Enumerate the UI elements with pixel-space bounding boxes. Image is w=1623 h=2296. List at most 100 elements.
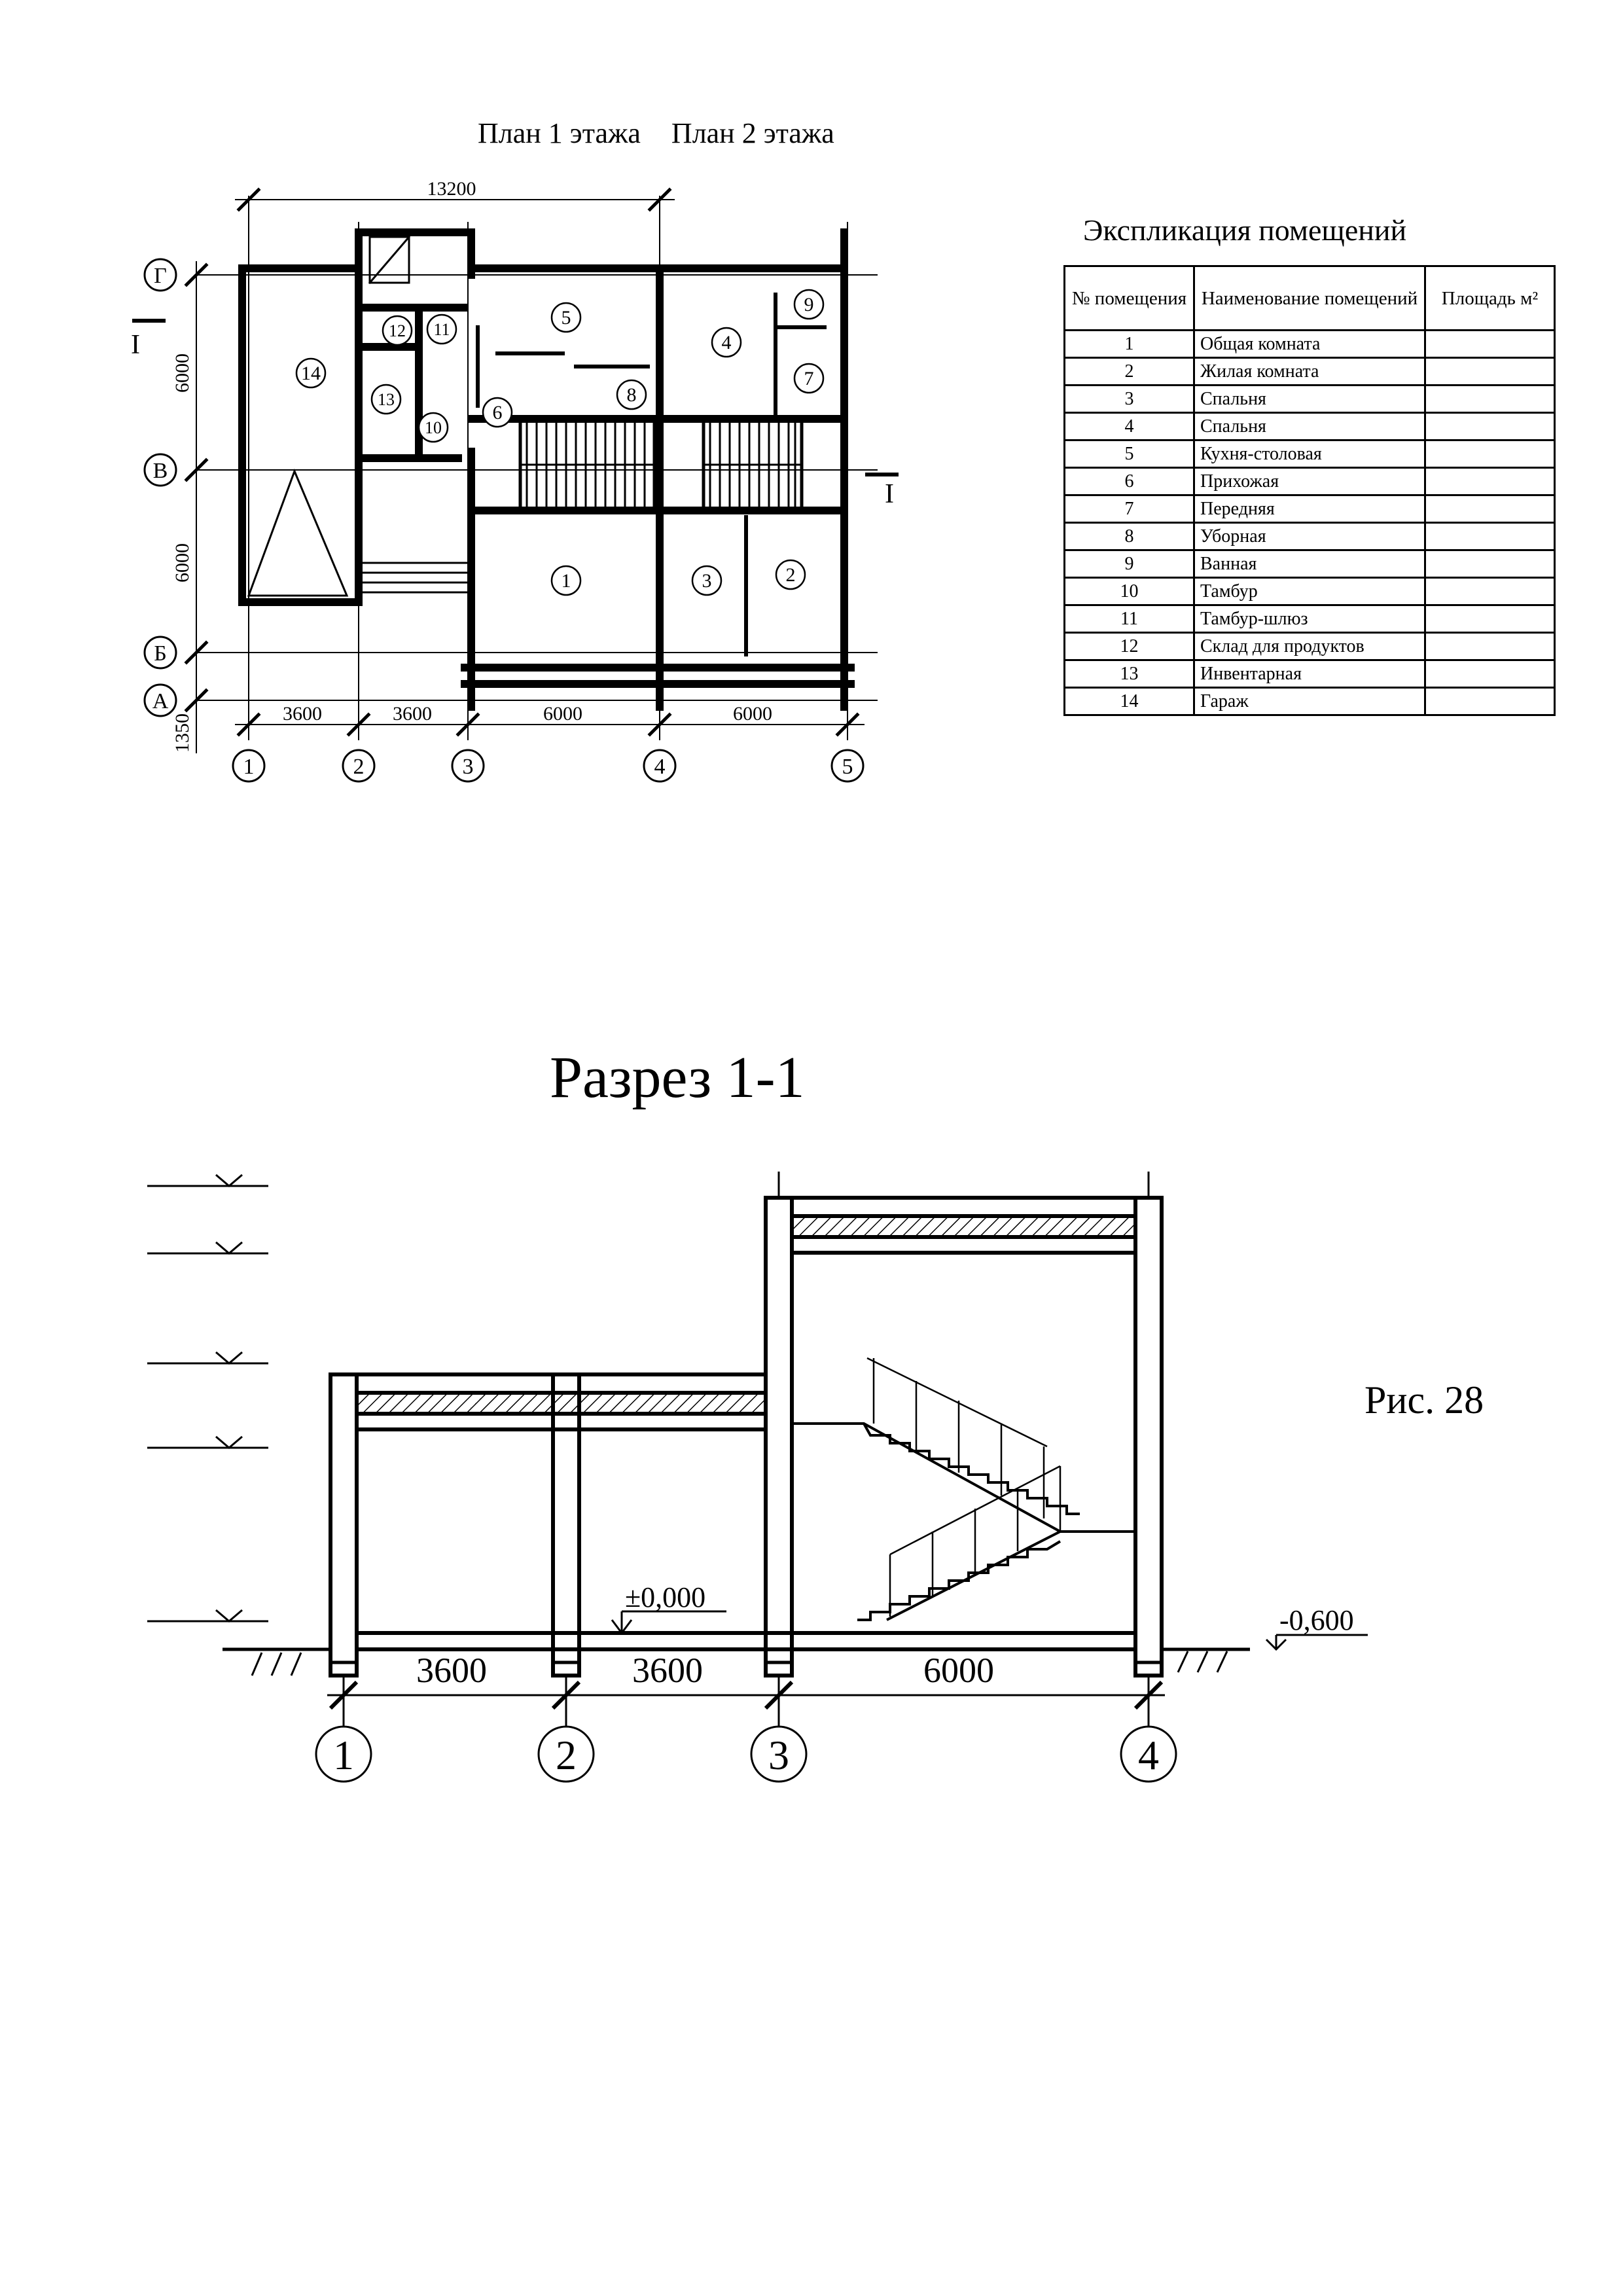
explication-cell-number: 11 <box>1063 604 1195 634</box>
section-dimension-line <box>327 1676 1165 1728</box>
explication-cell-number: 6 <box>1063 467 1195 496</box>
plan-section-label: I <box>131 330 140 360</box>
plan-floor2-title: План 2 этажа <box>671 117 834 149</box>
plan-dim-total: 13200 <box>427 178 476 200</box>
explication-cell-area <box>1424 632 1556 661</box>
section-columns <box>329 1196 1164 1677</box>
plan-room-number: 13 <box>378 390 395 409</box>
plan-axis-label: В <box>153 459 168 483</box>
section-low-roof <box>355 1372 768 1431</box>
section-dim: 3600 <box>632 1651 703 1690</box>
explication-cell-area <box>1424 412 1556 441</box>
plan-dim: 6000 <box>171 543 193 583</box>
section-axis-label: 2 <box>556 1732 577 1778</box>
plan-dimension-ticks <box>184 187 860 737</box>
explication-cell-name: Уборная <box>1193 522 1426 551</box>
explication-cell-name: Тамбур-шлюз <box>1193 604 1426 634</box>
plan-room-number: 10 <box>425 418 442 437</box>
plan-partitions <box>476 293 827 656</box>
section-title: Разрез 1-1 <box>550 1045 805 1110</box>
plan-stairs <box>247 235 804 597</box>
explication-cell-area <box>1424 659 1556 689</box>
section-level-ground: -0,600 <box>1279 1604 1354 1636</box>
explication-cell-number: 7 <box>1063 494 1195 524</box>
explication-cell-name: Передняя <box>1193 494 1426 524</box>
plan-room-number: 1 <box>562 570 571 592</box>
section-dimension-ticks <box>329 1680 1164 1710</box>
plan-axis-label: 2 <box>353 755 365 779</box>
plan-room-number: 11 <box>433 320 450 339</box>
explication-cell-area <box>1424 329 1556 359</box>
explication-cell-number: 12 <box>1063 632 1195 661</box>
plan-room-number: 2 <box>786 564 796 586</box>
explication-cell-number: 9 <box>1063 549 1195 579</box>
explication-table: № помещения Наименование помещений Площа… <box>1063 265 1556 716</box>
section-axis-bubbles <box>315 1725 1177 1783</box>
explication-cell-name: Прихожая <box>1193 467 1426 496</box>
plan-dim: 6000 <box>733 703 772 725</box>
section-dim: 3600 <box>416 1651 487 1690</box>
explication-cell-area <box>1424 439 1556 469</box>
explication-cell-area <box>1424 384 1556 414</box>
plan-dim: 1350 <box>171 713 193 753</box>
explication-cell-name: Спальня <box>1193 412 1426 441</box>
explication-cell-name: Гараж <box>1193 687 1426 716</box>
section-level-markers <box>147 1174 268 1623</box>
plan-room-number: 3 <box>702 570 712 592</box>
plan-axis-label: 4 <box>654 755 666 779</box>
plan-room-number: 6 <box>493 402 503 423</box>
explication-cell-name: Тамбур <box>1193 577 1426 606</box>
explication-cell-area <box>1424 687 1556 716</box>
plan-axis-label: Б <box>154 641 167 666</box>
explication-cell-name: Инвентарная <box>1193 659 1426 689</box>
explication-cell-area <box>1424 357 1556 386</box>
section-ground <box>223 1647 1250 1676</box>
plan-section-marks <box>132 319 899 476</box>
explication-cell-name: Кухня-столовая <box>1193 439 1426 469</box>
explication-cell-number: 4 <box>1063 412 1195 441</box>
explication-cell-name: Спальня <box>1193 384 1426 414</box>
plan-dim: 6000 <box>171 353 193 393</box>
explication-cell-number: 14 <box>1063 687 1195 716</box>
explication-cell-number: 8 <box>1063 522 1195 551</box>
plan-dim: 3600 <box>393 703 432 725</box>
plan-dim: 3600 <box>283 703 322 725</box>
plan-dim: 6000 <box>543 703 582 725</box>
plan-axis-bubbles <box>143 258 865 783</box>
plan-room-bubbles <box>295 289 825 596</box>
explication-cell-area <box>1424 494 1556 524</box>
explication-cell-number: 3 <box>1063 384 1195 414</box>
section-level-zero: ±0,000 <box>625 1581 705 1613</box>
explication-header-number: № помещения <box>1063 265 1195 331</box>
plan-room-number: 7 <box>804 368 814 389</box>
section-stairs <box>792 1357 1135 1621</box>
plan-axis-label: Г <box>154 264 167 288</box>
explication-cell-number: 13 <box>1063 659 1195 689</box>
section-dim: 6000 <box>923 1651 994 1690</box>
explication-cell-number: 10 <box>1063 577 1195 606</box>
explication-cell-number: 2 <box>1063 357 1195 386</box>
plan-axis-label: 1 <box>243 755 255 779</box>
explication-cell-name: Ванная <box>1193 549 1426 579</box>
plan-room-number: 8 <box>627 384 637 406</box>
section-axis-label: 4 <box>1138 1732 1159 1778</box>
plan-room-number: 14 <box>301 363 321 384</box>
plan-axis-label: А <box>152 689 169 713</box>
explication-cell-area <box>1424 604 1556 634</box>
section-level-marks <box>611 1172 1368 1651</box>
plan-room-number: 4 <box>722 332 732 353</box>
figure-label: Рис. 28 <box>1364 1378 1484 1422</box>
plan-axis-label: 3 <box>463 755 474 779</box>
explication-cell-area <box>1424 467 1556 496</box>
plan-room-number: 9 <box>804 294 814 315</box>
